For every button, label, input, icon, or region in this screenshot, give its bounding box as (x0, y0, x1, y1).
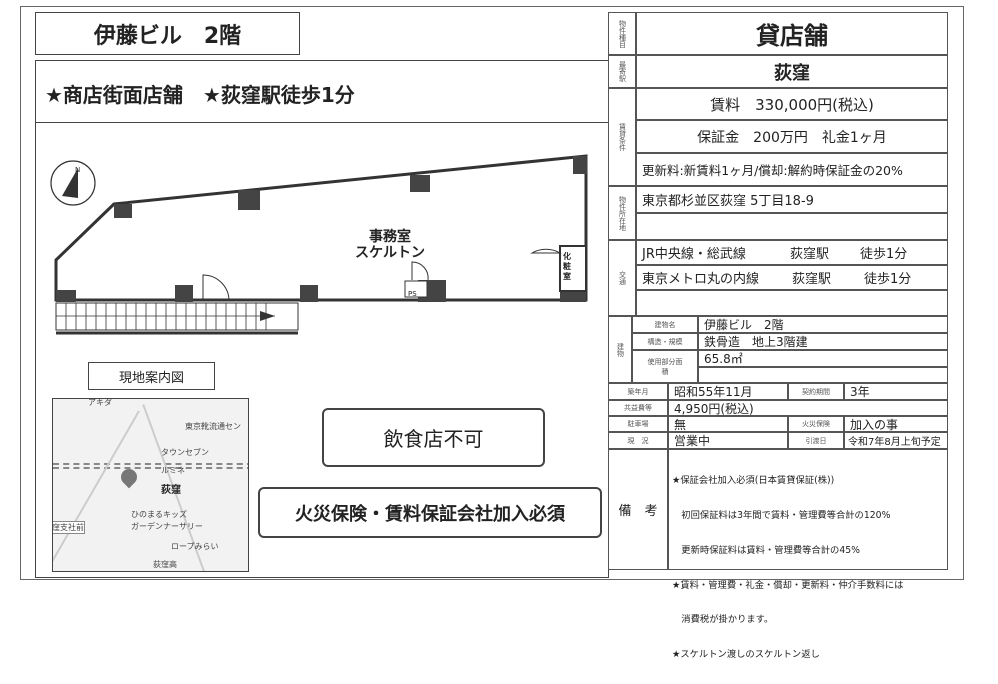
line-name: 東京メトロ丸の内線 (642, 272, 760, 287)
property-type: 貸店舗 (636, 12, 948, 55)
map-label: タウンセブン (161, 448, 209, 457)
type-label: 物件種目 (608, 12, 636, 55)
walk-time: 徒歩1分 (860, 247, 908, 262)
address-blank (636, 213, 948, 240)
insurance-label: 火災保険 (788, 416, 844, 432)
headline: ★商店街面店舗 ★荻窪駅徒歩1分 (45, 82, 355, 107)
station-name: 荻窪駅 (792, 272, 832, 287)
map-label: ひのまるキッズ (131, 510, 187, 519)
no-restaurant-notice: 飲食店不可 (322, 408, 545, 467)
name-label: 建物名 (632, 316, 698, 333)
remark-line: ★保証会社加入必須(日本賃貸保証(株)) (672, 475, 835, 487)
transport-blank (636, 290, 948, 316)
floor-plan: N (50, 154, 588, 335)
transport-row: JR中央線・総武線 荻窪駅 徒歩1分 (636, 240, 948, 265)
parking-label: 駐車場 (608, 416, 668, 432)
parking: 無 (668, 416, 788, 432)
handover-label: 引渡日 (788, 432, 844, 449)
north-label: N (75, 166, 80, 174)
map-label: 荻窪高 (153, 560, 177, 569)
status-label: 現 況 (608, 432, 668, 449)
fire-insurance: 加入の事 (844, 416, 948, 432)
term-label: 契約期間 (788, 383, 844, 400)
remark-line: ★賃料・管理費・礼金・償却・更新料・仲介手数料には (672, 579, 904, 591)
insurance-notice: 火災保険・賃料保証会社加入必須 (258, 487, 602, 538)
map-label: アキダ (88, 398, 112, 407)
map-label: ガーデンナーサリー (131, 522, 203, 531)
room-name: 事務室 (369, 229, 411, 245)
map-label: 東京靴流通セン (185, 422, 241, 431)
stairs-arrow-icon (260, 311, 275, 321)
built-label: 築年月 (608, 383, 668, 400)
walk-time: 徒歩1分 (864, 272, 912, 287)
line-name: JR中央線・総武線 (642, 247, 746, 262)
map-pin-icon (117, 465, 141, 489)
deposit: 保証金 200万円 礼金1ヶ月 (636, 120, 948, 153)
map-label: ルミネ (161, 466, 185, 475)
common-fee: 4,950円(税込) (668, 400, 948, 416)
handover-date: 令和7年8月上旬予定 (844, 432, 948, 449)
station-name: 荻窪駅 (790, 247, 830, 262)
page-title: 伊藤ビル 2階 (35, 12, 300, 55)
contract-term: 3年 (844, 383, 948, 400)
location-map: アキダ 東京靴流通セン タウンセブン ルミネ 荻窪 ひのまるキッズ ガーデンナー… (52, 398, 249, 572)
divider (35, 122, 609, 123)
building-label: 建物 (608, 316, 632, 383)
current-status: 営業中 (668, 432, 788, 449)
map-label: 現地案内図 (88, 362, 215, 390)
rent: 賃料 330,000円(税込) (636, 88, 948, 120)
building-name: 伊藤ビル 2階 (698, 316, 948, 333)
toilet-label: 化粧室 (563, 252, 571, 281)
map-label: 荻窪 (161, 485, 181, 496)
station-label: 最寄駅 (608, 55, 636, 88)
structure: 鉄骨造 地上3階建 (698, 333, 948, 350)
area: 65.8㎡ (698, 350, 948, 367)
renewal-fee: 更新料:新賃料1ヶ月/償却:解約時保証金の20% (636, 153, 948, 186)
map-label: 窪支社前 (52, 521, 85, 534)
transport-row: 東京メトロ丸の内線 荻窪駅 徒歩1分 (636, 265, 948, 290)
area-blank (698, 367, 948, 383)
address-label: 物件所在地 (608, 186, 636, 240)
terms-label: 賃貸条件 (608, 88, 636, 186)
compass-icon (50, 160, 96, 206)
remark-line: 消費税が掛かります。 (672, 614, 774, 626)
remarks: ★保証会社加入必須(日本賃貸保証(株)) 初回保証料は3年間で賃料・管理費等合計… (668, 449, 948, 660)
ps-label: PS (408, 290, 417, 298)
nearest-station: 荻窪 (636, 55, 948, 88)
remarks-label: 備 考 (608, 449, 668, 570)
map-label: ロープみらい (171, 542, 219, 551)
common-fee-label: 共益費等 (608, 400, 668, 416)
built-date: 昭和55年11月 (668, 383, 788, 400)
room-outline (54, 154, 588, 302)
transport-label: 交通 (608, 240, 636, 316)
remark-line: 初回保証料は3年間で賃料・管理費等合計の120% (672, 509, 891, 521)
sheet-frame (20, 6, 964, 580)
address: 東京都杉並区荻窪 5丁目18-9 (636, 186, 948, 213)
room-state: スケルトン (355, 245, 425, 261)
area-label: 使用部分面積 (632, 350, 698, 383)
remark-line: ★スケルトン渡しのスケルトン返し (672, 649, 820, 661)
remark-line: 更新時保証料は賃料・管理費等合計の45% (672, 544, 861, 556)
structure-label: 構造・規模 (632, 333, 698, 350)
